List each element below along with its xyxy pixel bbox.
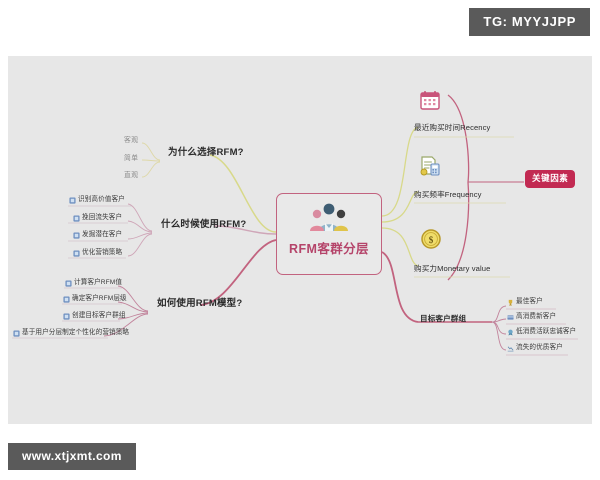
- right-node-target-groups[interactable]: 目标客户群组: [420, 314, 467, 323]
- leaf-label: 计算客户RFM值: [74, 279, 123, 287]
- leaf-label: 低消费活跃忠诚客户: [516, 328, 577, 336]
- invoice-icon: [420, 156, 440, 176]
- calendar-icon: [420, 91, 440, 110]
- website-url-chip: www.xtjxmt.com: [8, 443, 136, 470]
- card-icon: [507, 315, 514, 320]
- leaf-identify-high-value[interactable]: 识别高价值客户: [69, 197, 125, 204]
- right-node-recency[interactable]: 最近购买时间Recency: [414, 123, 491, 132]
- chart-down-icon: [507, 346, 514, 352]
- leaf-label: 识别高价值客户: [78, 196, 125, 204]
- blue-square-icon: [73, 232, 80, 239]
- leaf-discover-potential[interactable]: 发掘潜在客户: [73, 232, 122, 239]
- group-leaf-best-customers[interactable]: 最佳客户: [507, 299, 543, 306]
- people-group-icon: [310, 203, 348, 231]
- blue-square-icon: [65, 280, 72, 287]
- leaf-label: 基于用户分层制定个性化的营销策略: [22, 329, 130, 337]
- coin-icon: $: [421, 229, 441, 249]
- group-leaf-high-spend-new[interactable]: 高消费新客户: [507, 314, 556, 321]
- leaf-objective[interactable]: 客观: [124, 137, 139, 144]
- leaf-label: 创建目标客户群组: [72, 312, 126, 320]
- branch-label-how-rfm[interactable]: 如何使用RFM模型?: [157, 298, 243, 309]
- leaf-label: 优化营销策略: [82, 249, 123, 257]
- leaf-label: 流失的优质客户: [516, 344, 563, 352]
- leaf-create-groups[interactable]: 创建目标客户群组: [63, 313, 126, 320]
- leaf-label: 确定客户RFM层级: [72, 295, 127, 303]
- center-title: RFM客群分层: [289, 242, 369, 256]
- leaf-personalized-strategy[interactable]: 基于用户分层制定个性化的营销策略: [13, 330, 129, 337]
- blue-square-icon: [73, 250, 80, 257]
- right-node-monetary[interactable]: 购买力Monetary value: [414, 264, 491, 273]
- trophy-icon: [508, 299, 513, 306]
- leaf-simple[interactable]: 简单: [124, 155, 139, 162]
- blue-square-icon: [63, 313, 70, 320]
- branch-label-why-rfm[interactable]: 为什么选择RFM?: [168, 147, 244, 158]
- svg-text:$: $: [429, 235, 434, 245]
- blue-square-icon: [13, 330, 20, 337]
- branch-label-when-rfm[interactable]: 什么时候使用RFM?: [161, 219, 247, 230]
- badge-icon: [508, 329, 513, 336]
- leaf-label: 最佳客户: [516, 298, 543, 306]
- leaf-intuitive[interactable]: 直观: [124, 172, 139, 179]
- leaf-label: 发掘潜在客户: [82, 231, 123, 239]
- center-node[interactable]: RFM客群分层: [276, 193, 382, 275]
- group-leaf-churned-quality[interactable]: 流失的优质客户: [507, 345, 563, 352]
- key-factor-badge: 关键因素: [525, 170, 576, 188]
- leaf-optimize-marketing[interactable]: 优化营销策略: [73, 250, 122, 257]
- leaf-define-tiers[interactable]: 确定客户RFM层级: [63, 296, 127, 303]
- blue-square-icon: [63, 296, 70, 303]
- blue-square-icon: [69, 197, 76, 204]
- leaf-label: 挽回流失客户: [82, 214, 123, 222]
- group-leaf-low-spend-loyal[interactable]: 低消费活跃忠诚客户: [507, 329, 576, 336]
- blue-square-icon: [73, 215, 80, 222]
- right-node-frequency[interactable]: 购买频率Frequency: [414, 190, 482, 199]
- leaf-winback-churned[interactable]: 挽回流失客户: [73, 215, 122, 222]
- leaf-label: 高消费新客户: [516, 313, 557, 321]
- leaf-compute-rfm[interactable]: 计算客户RFM值: [65, 280, 122, 287]
- tg-tag-chip: TG: MYYJJPP: [469, 8, 590, 36]
